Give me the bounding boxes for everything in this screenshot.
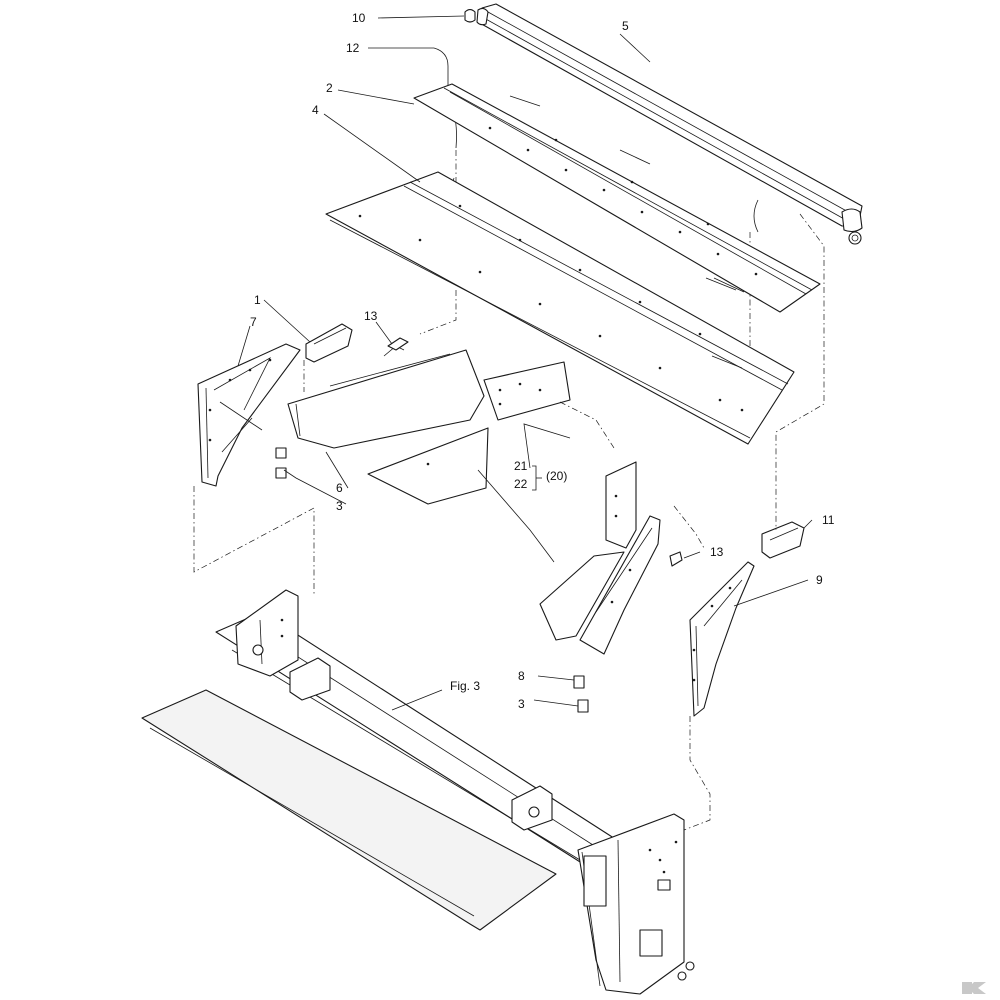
part-2-holes [488,126,758,276]
callout-11: 11 [822,513,835,527]
part-21-22-side-panels [539,461,661,655]
part-10-cap [464,8,476,23]
part-7-left-bracket [197,343,301,487]
callout-8: 8 [518,669,525,683]
callout-13-upper: 13 [364,309,378,323]
connection-lines [193,213,825,831]
part-8-3-clips [275,447,589,713]
callout-10: 10 [352,11,366,25]
leader-lines [237,15,813,711]
callout-9: 9 [816,573,823,587]
part-11-bracket [761,521,805,559]
callout-bracket-21-22 [532,465,537,491]
callout-7: 7 [250,315,257,329]
callout-21: 21 [514,459,528,473]
callout-1: 1 [254,293,261,307]
center-panel-assembly [287,337,571,505]
callout-fig3: Fig. 3 [450,679,480,693]
part-13-clip-right [669,551,683,567]
callout-3-right: 3 [518,697,525,711]
callout-12: 12 [346,41,360,55]
part-1-bracket [303,323,353,392]
brand-logo [962,982,986,994]
part-9-right-bracket [689,561,755,717]
fig3-main-frame [141,589,695,995]
callout-2: 2 [326,81,333,95]
callout-20: (20) [546,469,567,483]
callout-22: 22 [514,477,528,491]
callout-6: 6 [336,481,343,495]
part-4-holes [358,204,744,412]
callout-3-left: 3 [336,499,343,513]
end-cap-right [848,231,862,245]
callout-5: 5 [622,19,629,33]
callout-13-right: 13 [710,545,724,559]
callout-labels: 10 5 12 2 4 1 7 13 21 22 (20) 6 3 11 13 … [250,11,835,711]
part-5-top-cover [476,3,863,233]
callout-4: 4 [312,103,319,117]
part-4-lower-plate [325,171,795,445]
